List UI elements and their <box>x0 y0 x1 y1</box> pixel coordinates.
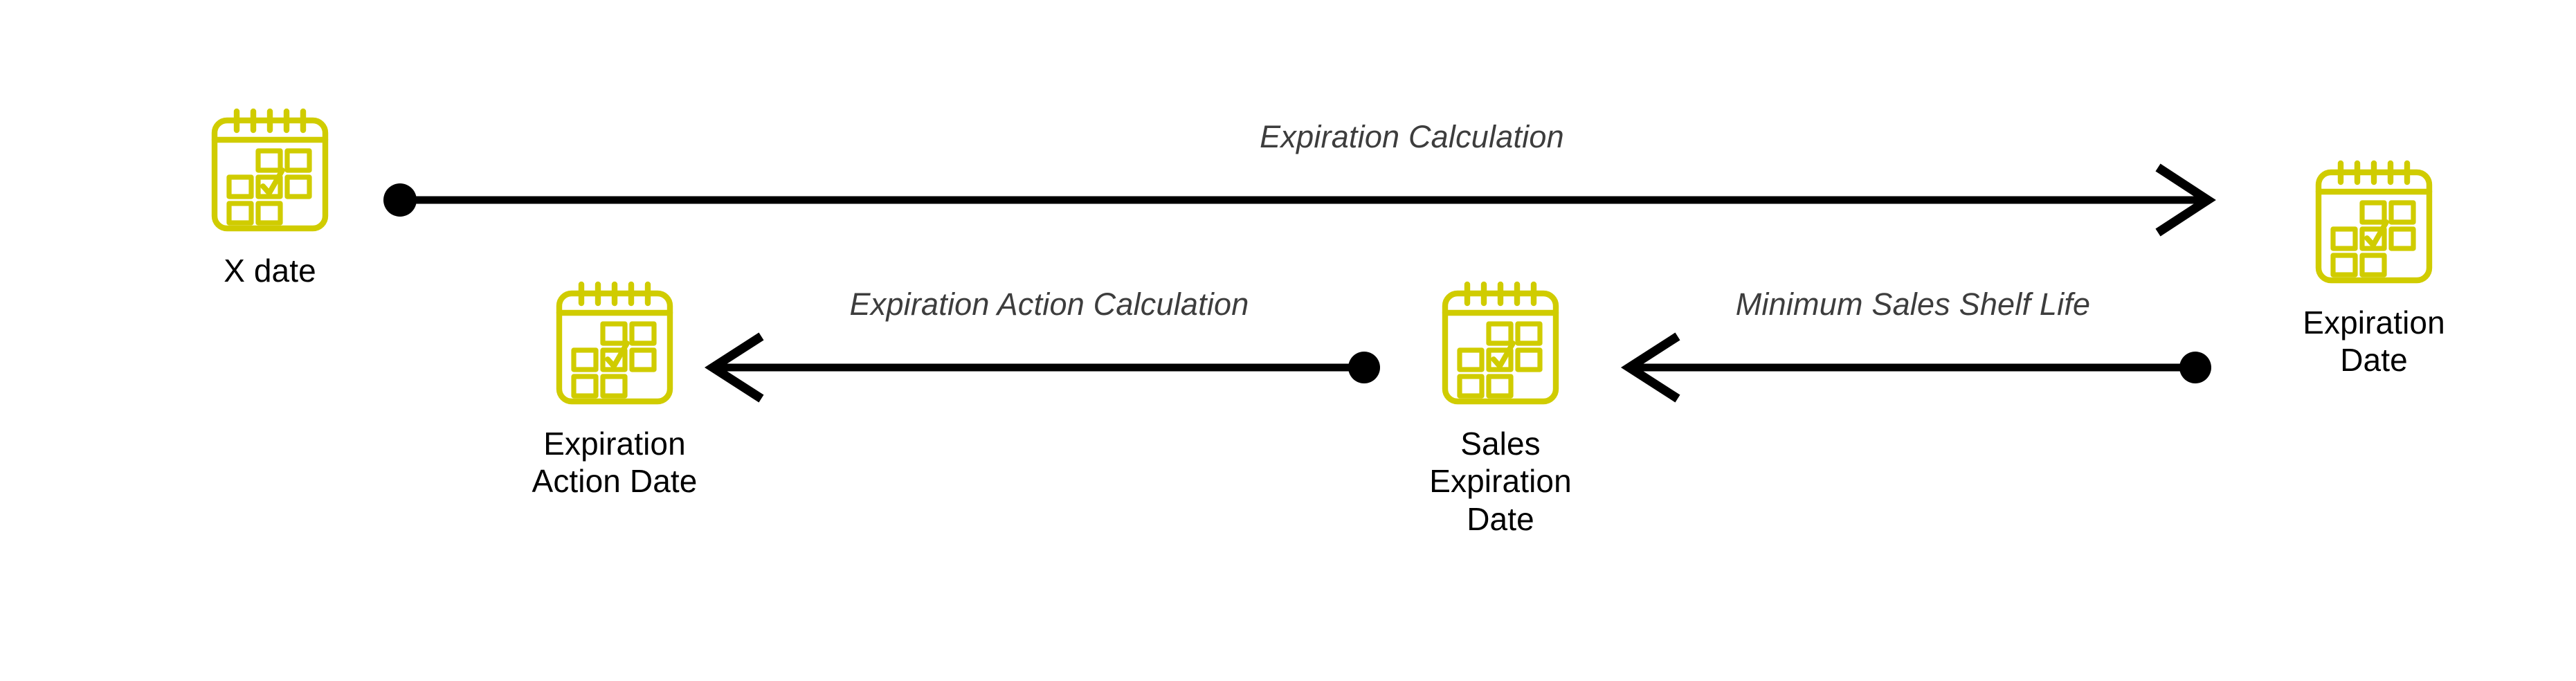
edge-label-expiration-action-calculation: Expiration Action Calculation <box>849 287 1249 322</box>
node-x-date[interactable]: X date <box>187 104 353 289</box>
edge-label-expiration-calculation: Expiration Calculation <box>1260 119 1564 154</box>
node-label-expiration-date: Expiration Date <box>2303 305 2445 379</box>
edge-minimum-sales-shelf-life <box>1620 332 2211 403</box>
edge-expiration-calculation <box>383 163 2216 237</box>
arrowhead-left-icon <box>704 332 764 403</box>
calendar-check-icon <box>201 104 339 242</box>
calendar-check-icon <box>545 277 684 415</box>
calendar-check-icon <box>1431 277 1570 415</box>
edge-expiration-action-calculation <box>704 332 1380 403</box>
edge-label-minimum-sales-shelf-life: Minimum Sales Shelf Life <box>1735 287 2091 322</box>
node-expiration-date[interactable]: Expiration Date <box>2291 156 2457 379</box>
calendar-check-icon <box>2305 156 2443 294</box>
node-expiration-action-date[interactable]: Expiration Action Date <box>532 277 698 500</box>
node-label-expiration-action-date: Expiration Action Date <box>532 426 698 500</box>
node-label-sales-expiration-date: Sales Expiration Date <box>1429 426 1572 537</box>
node-sales-expiration-date[interactable]: Sales Expiration Date <box>1417 277 1584 538</box>
node-label-x-date: X date <box>224 253 316 289</box>
arrowhead-left-icon <box>1620 332 1680 403</box>
arrowhead-right-icon <box>2155 163 2216 237</box>
